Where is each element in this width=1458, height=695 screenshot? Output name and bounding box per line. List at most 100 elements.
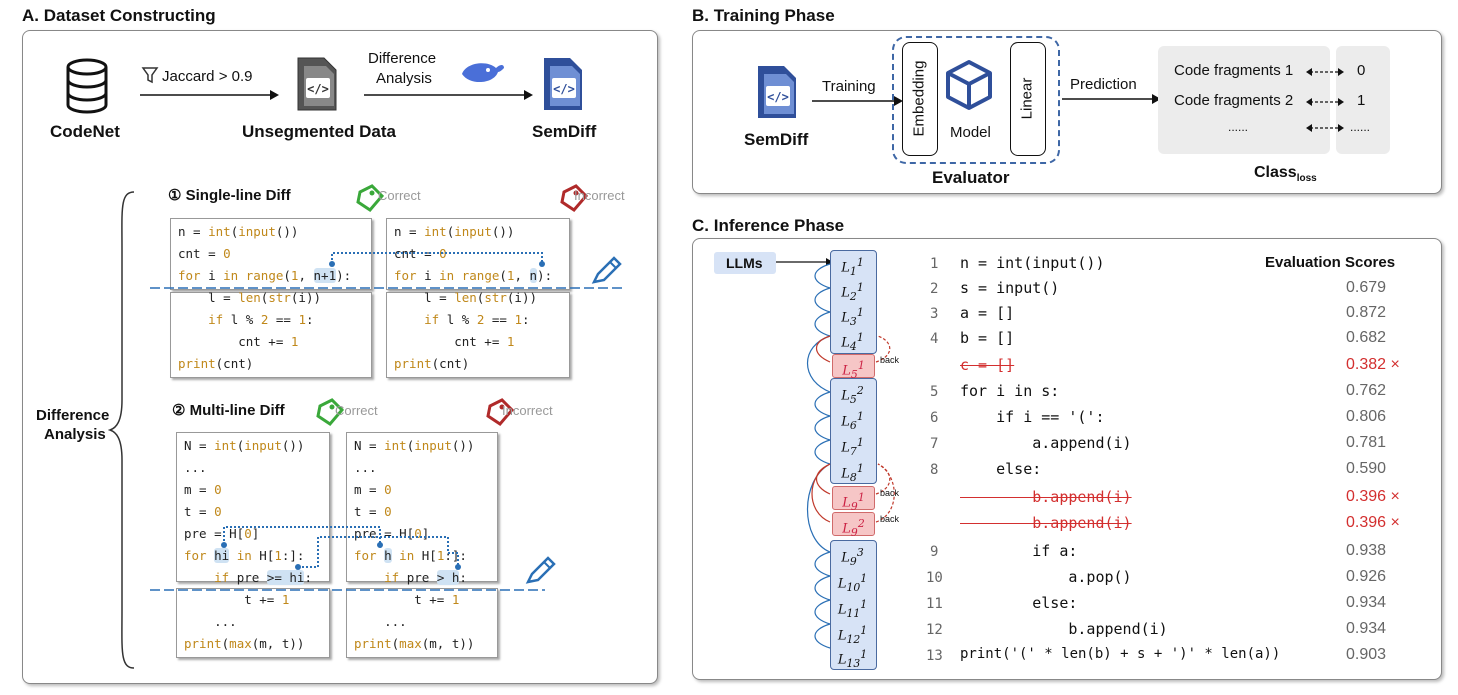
diff-analysis-label-2: Analysis [376,70,432,87]
rejected-score-3: 0.396 × [1346,514,1400,531]
layer-l9-1-rejected: L91 [832,486,875,513]
embedding-block [902,42,938,156]
line-number-4: 4 [930,331,939,347]
back-label-3: back [880,514,900,524]
score-line-2: 0.679 [1346,279,1387,296]
code-line-12: b.append(i) [960,620,1168,638]
single-incorrect-code: n = int(input()) cnt = 0 for i in range(… [394,224,553,371]
multi-incorrect-bottom [346,588,498,658]
embedding-label: Embedding [910,60,928,137]
code-line-5: for i in s: [960,382,1060,400]
linear-label: Linear [1018,77,1036,120]
svg-text:</>: </> [553,82,575,96]
score-line-13: 0.903 [1346,646,1387,663]
layer-l11-1: L111 [837,598,868,620]
incorrect-code-bottom [386,292,570,378]
prediction-label: Prediction [1070,76,1137,93]
layer-l4-1: L41 [841,331,864,353]
cube-icon [946,60,992,110]
pen-icon-2 [525,556,556,584]
single-correct-code: n = int(input()) cnt = 0 for i in range(… [178,224,352,371]
layer-l8-1: L81 [841,462,864,484]
code-line-4: b = [] [960,329,1015,347]
multi-correct-bottom [176,588,330,658]
filter-label: Jaccard > 0.9 [162,68,253,85]
filter-arrow [140,67,279,100]
score-line-8: 0.590 [1346,460,1387,477]
incorrect-tag-2: Incorrect [502,403,553,418]
line-number-8: 8 [930,462,939,478]
line-number-10: 10 [926,570,943,586]
code-file-icon: </> [297,57,337,111]
score-line-4: 0.682 [1346,329,1387,346]
score-line-11: 0.934 [1346,594,1387,611]
fragments-box [1158,46,1330,154]
svg-text:</>: </> [767,90,789,104]
layer-l9-3: L93 [841,546,864,568]
multi-diff-connector [150,526,545,591]
line-number-7: 7 [930,436,939,452]
layer-l13-1: L131 [837,648,868,670]
code-line-10: a.pop() [960,568,1132,586]
correct-tag-2: Correct [335,403,378,418]
layer-l1-1: L11 [841,256,864,278]
line-number-2: 2 [930,281,939,297]
multi-correct-top [176,432,330,582]
score-line-3: 0.872 [1346,304,1387,321]
svg-text:</>: </> [307,82,329,96]
layer-l10-1: L101 [837,572,868,594]
fragment-1: Code fragments 1 [1174,62,1294,79]
layer-l5-2: L52 [841,384,864,406]
rejected-code-line-1: c = [] [960,356,1015,374]
score-line-12: 0.934 [1346,620,1387,637]
semdiff-label-b: SemDiff [744,130,809,149]
correct-code-bottom [170,292,372,378]
code-line-9: if a: [960,542,1078,560]
prediction-arrow [1062,94,1161,104]
linear-block [1010,42,1046,156]
unsegmented-label: Unsegmented Data [242,122,396,141]
evaluation-scores-header: Evaluation Scores [1265,254,1396,271]
semdiff-file-icon: </> [544,58,582,110]
correct-tag-icon-2 [316,398,345,426]
line-number-9: 9 [930,544,939,560]
class-loss-sub: loss [1296,173,1317,185]
code-line-13: print('(' * len(b) + s + ')' * len(a)) [960,646,1281,662]
layer-l6-1: L61 [841,410,864,432]
layer-l9-2-rejected: L92 [832,512,875,539]
semdiff-file-icon-b: </> [758,66,796,118]
layer-stack-group-1 [830,250,877,354]
score-line-10: 0.926 [1346,568,1387,585]
line-number-5: 5 [930,384,939,400]
single-diff-connector [150,252,625,289]
code-line-7: a.append(i) [960,434,1132,452]
rejected-code-line-3: b.append(i) [960,514,1132,532]
code-line-1: n = int(input()) [960,254,1105,272]
model-label: Model [950,124,991,141]
line-number-12: 12 [926,622,943,638]
label-0: 0 [1357,62,1366,79]
curly-brace [108,191,135,669]
layer-l5-1-rejected: L51 [832,354,875,381]
evaluator-label: Evaluator [932,168,1010,187]
multi-line-title: ② Multi-line Diff [172,402,285,419]
code-line-6: if i == '(': [960,408,1105,426]
layer-l12-1: L121 [837,624,868,646]
incorrect-tag-icon [560,184,589,212]
line-number-1: 1 [930,256,939,272]
training-arrow [812,96,903,106]
multi-incorrect-code: N = int(input()) ... m = 0 t = 0 pre = H… [354,438,475,651]
layer-l7-1: L71 [841,436,864,458]
layer-l3-1: L31 [841,306,864,328]
rejected-score-1: 0.382 × [1346,356,1400,373]
llms-box [714,252,776,274]
multi-incorrect-top [346,432,498,582]
code-line-11: else: [960,594,1078,612]
section-c-title: C. Inference Phase [692,216,845,235]
correct-tag: Correct [378,188,421,203]
label-1: 1 [1357,92,1366,109]
single-line-title: ① Single-line Diff [168,187,291,204]
brace-label-1: Difference [36,407,110,424]
rejected-score-2: 0.396 × [1346,488,1400,505]
class-loss-label: Classloss [1254,164,1317,184]
